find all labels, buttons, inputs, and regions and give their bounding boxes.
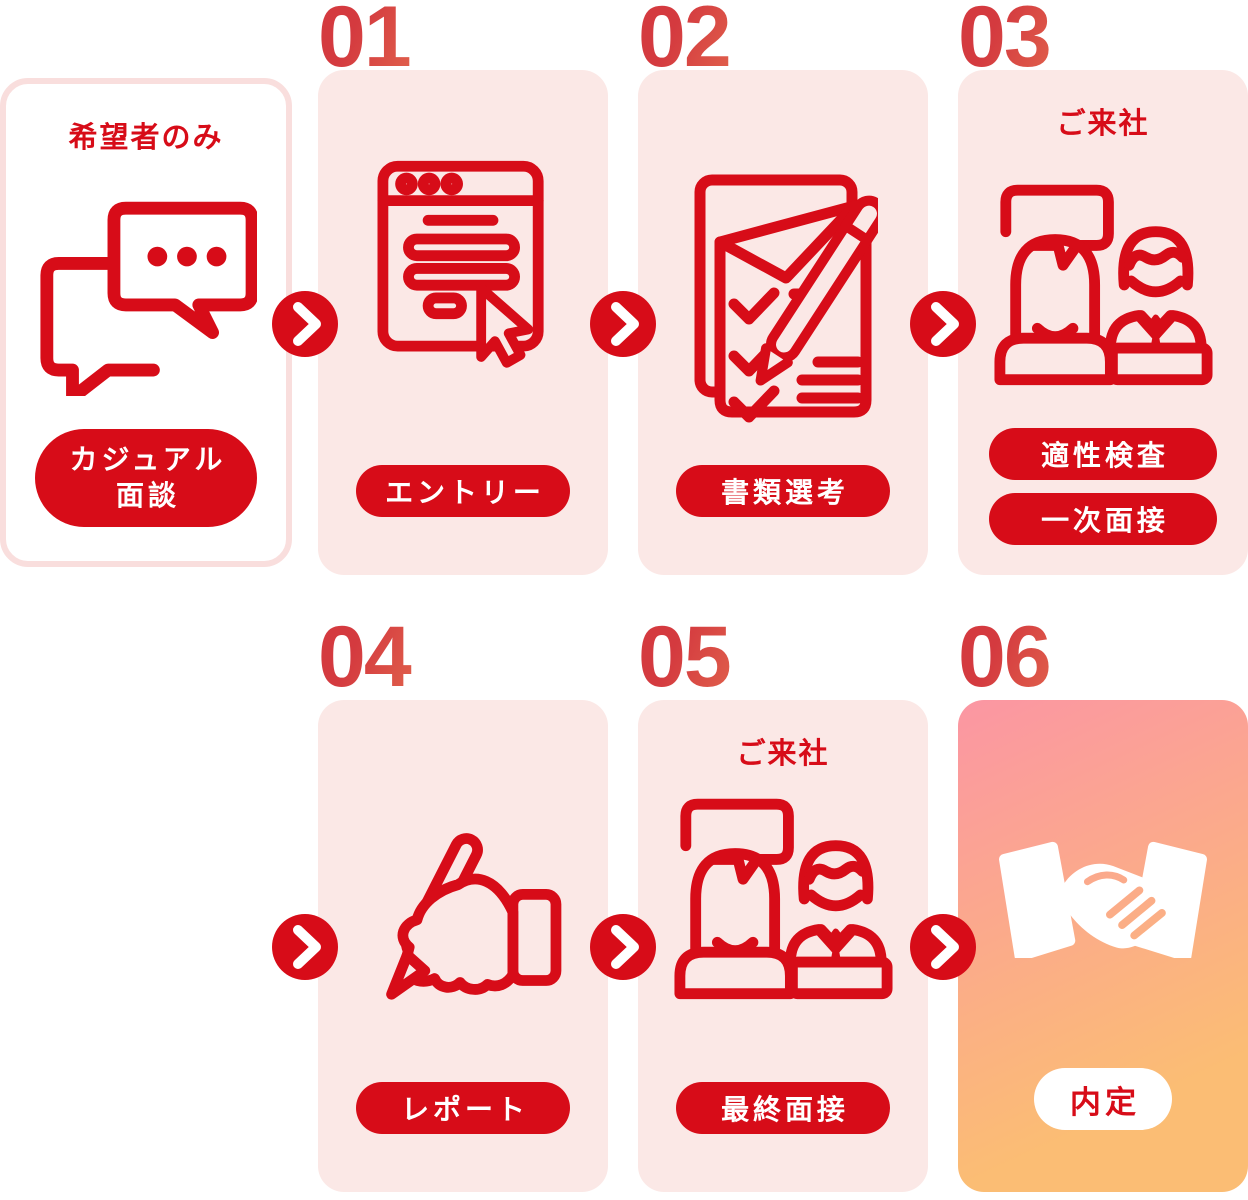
step-number-05: 05	[638, 614, 928, 700]
step-pill-casual-interview: カジュアル 面談	[35, 429, 257, 527]
step-pill-entry: エントリー	[356, 465, 570, 517]
step-card-casual-interview: 希望者のみ カジュアル 面談	[0, 78, 292, 567]
step-card-first-interview: ご来社 適性検査 一次面接	[958, 70, 1248, 575]
entry-form-icon	[377, 160, 549, 372]
step-card-offer: 内定	[958, 700, 1248, 1192]
step-pill-offer: 内定	[1034, 1068, 1172, 1130]
step-pill-document-screening: 書類選考	[676, 465, 890, 517]
flow-arrow-icon	[272, 914, 338, 980]
step-number-02: 02	[638, 0, 928, 80]
step-pill-final-interview: 最終面接	[676, 1082, 890, 1134]
interview-icon	[672, 788, 894, 1000]
flow-arrow-icon	[590, 291, 656, 357]
card-header-optional: 希望者のみ	[68, 122, 224, 154]
interview-icon	[992, 174, 1214, 386]
flow-arrow-icon	[590, 914, 656, 980]
step-pill-aptitude-test: 適性検査	[989, 428, 1217, 480]
step-card-report: レポート	[318, 700, 608, 1192]
step-pill-first-interview: 一次面接	[989, 493, 1217, 545]
handshake-icon	[990, 828, 1216, 958]
step-card-final-interview: ご来社 最終面接	[638, 700, 928, 1192]
step-number-04: 04	[318, 614, 608, 700]
document-checklist-icon	[688, 166, 878, 424]
step-number-01: 01	[318, 0, 608, 80]
step-card-document-screening: 書類選考	[638, 70, 928, 575]
card-header-visit: ご来社	[736, 738, 830, 770]
step-card-entry: エントリー	[318, 70, 608, 575]
writing-report-icon	[360, 822, 566, 1004]
card-header-visit: ご来社	[1056, 108, 1150, 140]
chat-bubbles-icon	[35, 200, 257, 396]
flow-arrow-icon	[910, 914, 976, 980]
step-pill-report: レポート	[356, 1082, 570, 1134]
flow-arrow-icon	[272, 291, 338, 357]
flow-arrow-icon	[910, 291, 976, 357]
step-number-06: 06	[958, 614, 1248, 700]
step-number-03: 03	[958, 0, 1248, 80]
